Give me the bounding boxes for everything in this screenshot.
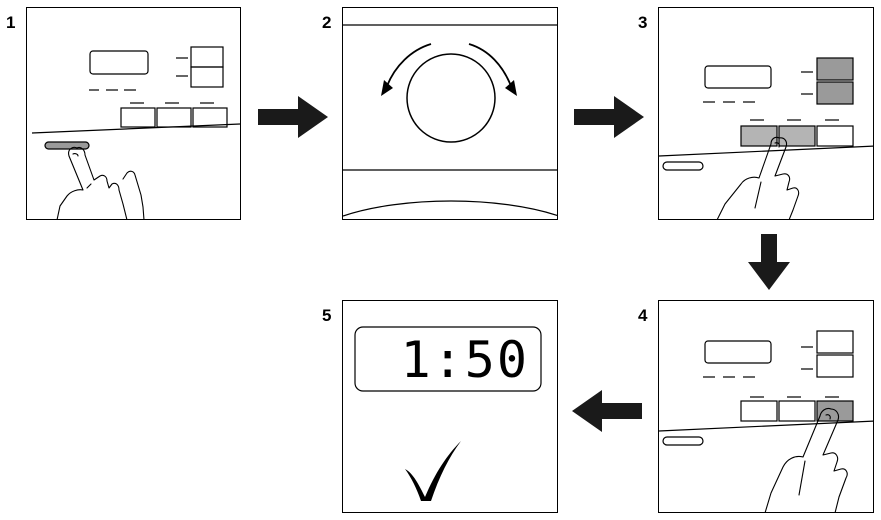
step-4-illustration — [659, 330, 873, 512]
step-number-3: 3 — [638, 13, 648, 32]
finger-press-icon — [764, 407, 848, 512]
step-2-panel — [342, 7, 558, 220]
step-3-panel — [658, 7, 874, 220]
right-arrow-icon — [574, 96, 644, 138]
step-4-panel — [658, 300, 874, 513]
program-dial — [406, 53, 496, 143]
rotate-arrows-icon — [381, 43, 517, 96]
step-2-illustration — [343, 24, 557, 217]
step-number-1: 1 — [6, 13, 16, 32]
down-arrow-icon — [748, 234, 790, 290]
lcd-display — [354, 326, 542, 392]
step-number-5: 5 — [322, 306, 332, 325]
right-arrow-icon — [258, 96, 328, 138]
step-5-panel: 1:50 — [342, 300, 558, 513]
finger-press-icon — [716, 136, 800, 219]
step-number-4: 4 — [638, 306, 648, 325]
left-arrow-icon — [572, 390, 642, 432]
time-display: 1:50 — [401, 331, 529, 389]
step-3-illustration — [659, 57, 873, 219]
power-button — [44, 141, 90, 150]
step-number-2: 2 — [322, 13, 332, 32]
step-5-illustration: 1:50 — [354, 326, 542, 501]
step-1-illustration — [31, 46, 240, 219]
finger-press-icon — [56, 146, 145, 219]
checkmark-icon — [405, 441, 461, 501]
step-1-panel — [26, 7, 241, 220]
